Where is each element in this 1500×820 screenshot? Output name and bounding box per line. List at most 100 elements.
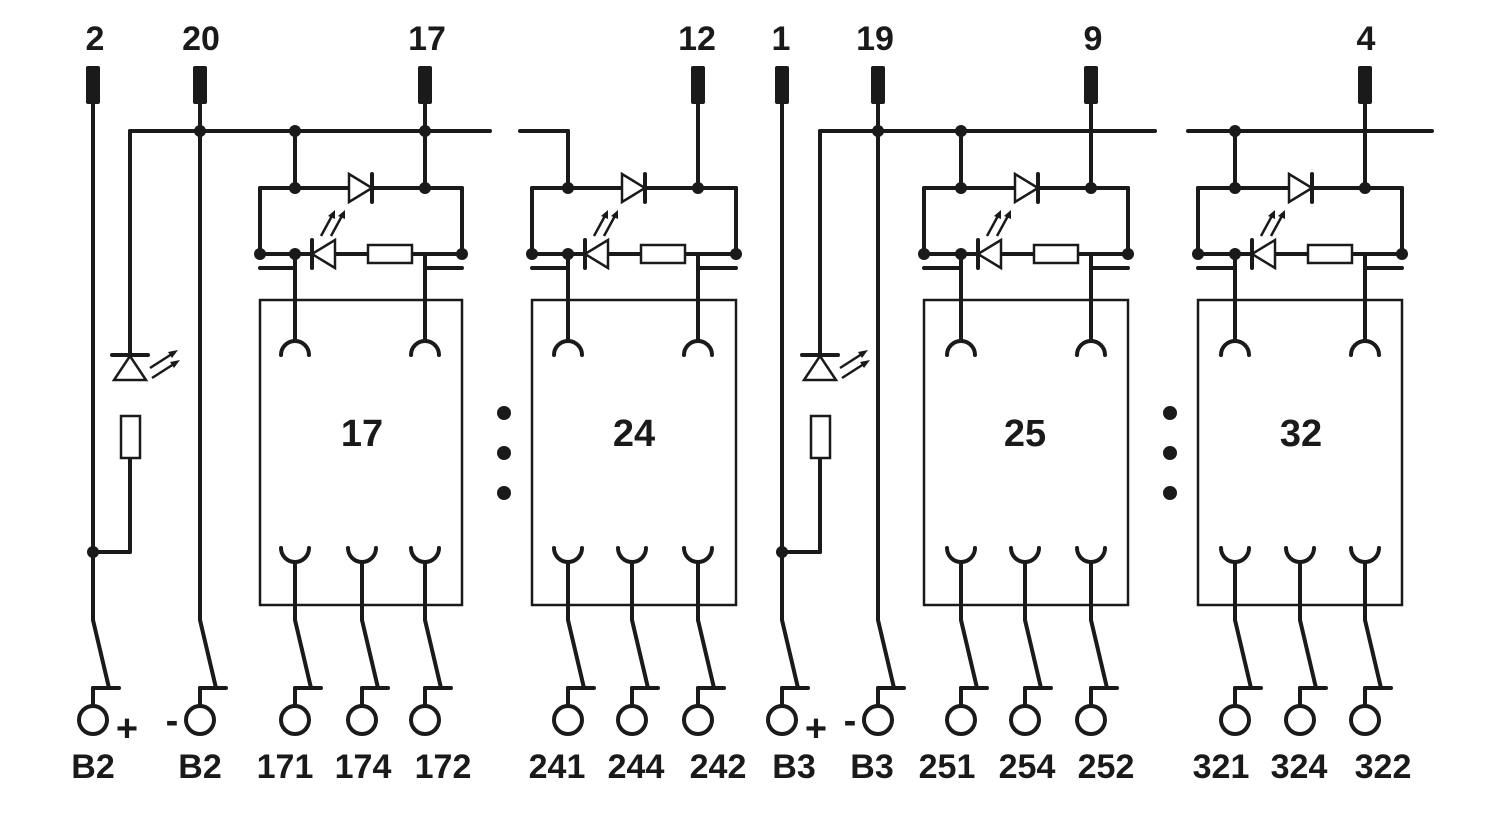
switch-lever bbox=[198, 618, 218, 690]
junction-dot bbox=[776, 546, 788, 558]
bottom-label-171: 171 bbox=[257, 748, 314, 786]
screw-terminal-circle bbox=[682, 704, 714, 736]
screw-terminal-15 bbox=[1284, 686, 1328, 736]
coil-contact bbox=[1219, 339, 1251, 357]
junction-dot bbox=[1229, 248, 1241, 260]
relay-box bbox=[258, 298, 464, 607]
led-arrow bbox=[985, 213, 1001, 237]
screw-terminal-circle bbox=[862, 704, 894, 736]
junction-dot bbox=[955, 125, 967, 137]
junction-dot bbox=[1359, 182, 1371, 194]
switch-lever bbox=[696, 618, 716, 690]
continuation-dots-2 bbox=[1163, 406, 1177, 500]
coil-contact bbox=[945, 339, 977, 357]
relay-modules bbox=[258, 171, 1404, 690]
bottom-label-242: 242 bbox=[690, 748, 747, 786]
b2-indicator-led bbox=[110, 350, 180, 382]
led-arrow bbox=[319, 213, 335, 237]
junction-dot bbox=[562, 248, 574, 260]
junction-dots bbox=[87, 125, 1408, 558]
coil-contact bbox=[279, 339, 311, 357]
junction-dot bbox=[289, 182, 301, 194]
diode-icon bbox=[1287, 171, 1315, 205]
junction-dot bbox=[1122, 248, 1134, 260]
bottom-label-254: 254 bbox=[999, 748, 1056, 786]
top-label-17: 17 bbox=[408, 20, 446, 58]
screw-terminal-circle bbox=[766, 704, 798, 736]
screw-terminal-2 bbox=[184, 618, 228, 736]
resistor-icon bbox=[639, 243, 687, 265]
led-arrow-head bbox=[1004, 210, 1011, 219]
screw-terminal-16 bbox=[1349, 686, 1393, 736]
led-icon bbox=[309, 237, 337, 271]
led-arrow-head bbox=[328, 210, 335, 219]
switch-lever bbox=[91, 618, 111, 690]
switch-lever bbox=[876, 618, 896, 690]
bottom-label-322: 322 bbox=[1355, 748, 1412, 786]
coil-contact bbox=[682, 339, 714, 357]
bottom-label-b3-minus: B3 bbox=[850, 748, 893, 786]
screw-terminal-7 bbox=[616, 686, 660, 736]
led-arrow-head bbox=[1268, 210, 1275, 219]
relay-box bbox=[530, 298, 738, 607]
screw-terminal-13 bbox=[1075, 686, 1119, 736]
screw-terminal-8 bbox=[682, 686, 726, 736]
screw-terminal-circle bbox=[1284, 704, 1316, 736]
relay-label-17: 17 bbox=[341, 413, 383, 455]
screw-terminal-circle bbox=[1219, 704, 1251, 736]
junction-dot bbox=[456, 248, 468, 260]
top-label-12: 12 bbox=[678, 20, 716, 58]
junction-dot bbox=[254, 248, 266, 260]
wiring bbox=[91, 98, 1434, 622]
coil-contact bbox=[409, 339, 441, 357]
bottom-label-b2-minus: B2 bbox=[178, 748, 221, 786]
coil-contact bbox=[1349, 339, 1381, 357]
screw-terminal-circle bbox=[616, 704, 648, 736]
polarity-sign-b2-plus: + bbox=[116, 708, 138, 750]
junction-dot bbox=[1085, 182, 1097, 194]
led-arrow bbox=[1259, 213, 1275, 237]
led-icon bbox=[1249, 237, 1277, 271]
top-terminal-pin-7 bbox=[1084, 66, 1098, 104]
screw-terminal-circle bbox=[409, 704, 441, 736]
switch-lever bbox=[1233, 618, 1253, 690]
diode-icon bbox=[620, 171, 648, 205]
switch-lever bbox=[423, 618, 443, 690]
bottom-label-174: 174 bbox=[335, 748, 392, 786]
screw-terminal-circle bbox=[1009, 704, 1041, 736]
bottom-label-321: 321 bbox=[1193, 748, 1250, 786]
screw-terminal-circle bbox=[184, 704, 216, 736]
resistor-icon bbox=[1306, 243, 1354, 265]
junction-dot bbox=[1192, 248, 1204, 260]
screw-terminal-5 bbox=[409, 686, 453, 736]
led-icon bbox=[582, 237, 610, 271]
screw-terminal-12 bbox=[1009, 686, 1053, 736]
top-label-4: 4 bbox=[1357, 20, 1376, 58]
polarity-sign-b3-minus: - bbox=[844, 700, 857, 742]
bottom-label-241: 241 bbox=[529, 748, 586, 786]
junction-dot bbox=[289, 248, 301, 260]
junction-dot bbox=[955, 182, 967, 194]
led-arrow-head bbox=[338, 210, 345, 219]
screw-terminal-circle bbox=[552, 704, 584, 736]
relay-box bbox=[1196, 298, 1404, 607]
relay-label-32: 32 bbox=[1280, 413, 1322, 455]
resistor-icon bbox=[366, 243, 414, 265]
bottom-label-b3-plus: B3 bbox=[772, 748, 815, 786]
screw-terminal-14 bbox=[1219, 686, 1263, 736]
junction-dot bbox=[194, 125, 206, 137]
relay-label-24: 24 bbox=[613, 413, 655, 455]
top-label-20: 20 bbox=[182, 20, 220, 58]
junction-dot bbox=[1396, 248, 1408, 260]
relay-module-2 bbox=[530, 171, 738, 690]
bottom-terminals bbox=[77, 618, 1393, 736]
relay-module-1 bbox=[258, 171, 464, 690]
led-icon bbox=[975, 237, 1003, 271]
bottom-label-244: 244 bbox=[608, 748, 665, 786]
b3-indicator-led bbox=[800, 350, 870, 382]
junction-dot bbox=[562, 182, 574, 194]
switch-lever bbox=[566, 618, 586, 690]
led-arrow bbox=[592, 213, 608, 237]
top-terminal-pin-2 bbox=[193, 66, 207, 104]
